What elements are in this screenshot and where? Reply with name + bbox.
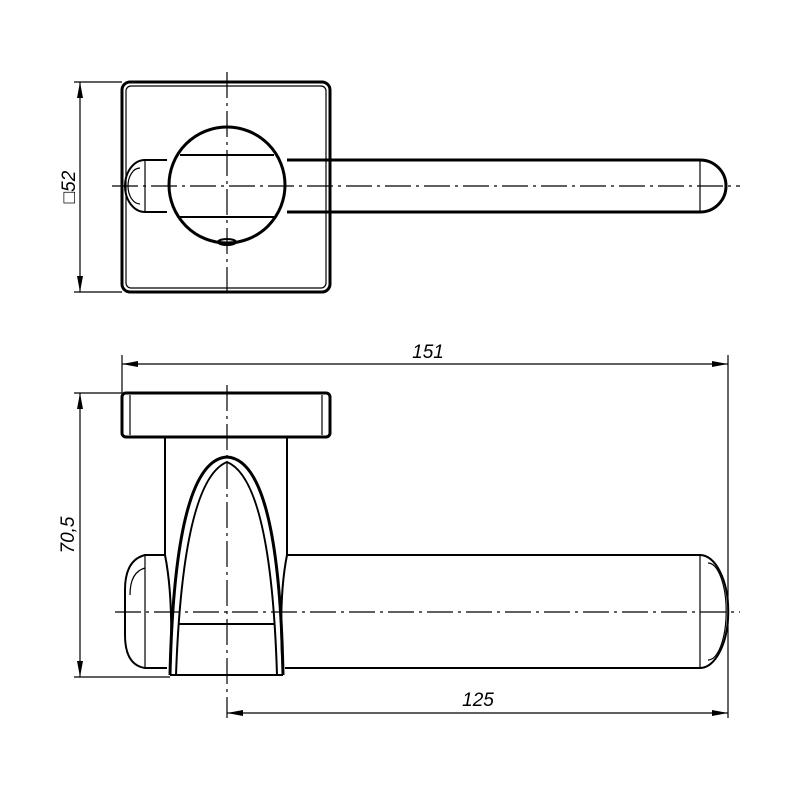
lever-top — [287, 158, 728, 214]
side-view: 151 70,5 125 — [58, 342, 740, 718]
dimension-151-label: 151 — [412, 342, 444, 363]
rosette-plate — [120, 391, 332, 439]
dimension-52-label: □52 — [59, 170, 80, 203]
rosette-square — [120, 80, 332, 294]
top-view: □52 — [59, 72, 740, 298]
neck — [164, 437, 288, 555]
dimension-125-label: 125 — [462, 690, 494, 711]
dimension-70-5-label: 70,5 — [58, 516, 79, 553]
